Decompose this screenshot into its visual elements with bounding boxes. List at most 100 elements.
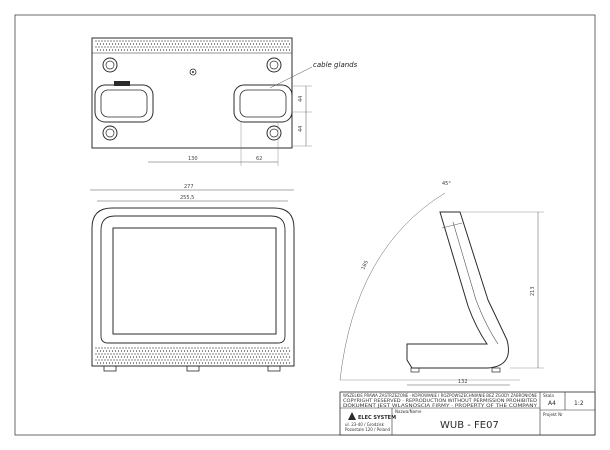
vent-hole	[237, 350, 240, 352]
cable-gland-left-inner	[100, 89, 148, 118]
vent-hole	[176, 40, 178, 42]
vent-hole	[158, 359, 160, 361]
vent-hole	[105, 350, 108, 352]
vent-hole	[267, 43, 270, 45]
dim-277: 277	[184, 184, 194, 190]
vent-hole	[222, 49, 225, 51]
vent-hole	[114, 49, 117, 51]
vent-hole	[279, 362, 282, 364]
vent-hole	[272, 347, 274, 349]
screw-boss-bottom-right	[266, 125, 282, 141]
vent-hole	[188, 347, 190, 349]
vent-hole	[147, 43, 150, 45]
vent-hole	[173, 40, 175, 42]
vent-hole	[255, 356, 258, 358]
vent-hole	[182, 40, 184, 42]
vent-hole	[254, 347, 256, 349]
vent-hole	[260, 353, 262, 355]
vent-hole	[167, 347, 169, 349]
vent-hole	[212, 46, 214, 48]
vent-hole	[248, 347, 250, 349]
vent-hole	[287, 347, 289, 349]
vent-hole	[170, 359, 172, 361]
vent-hole	[221, 347, 223, 349]
vent-hole	[96, 350, 99, 352]
vent-hole	[204, 43, 207, 45]
vent-hole	[204, 350, 207, 352]
vent-hole	[150, 43, 153, 45]
vent-hole	[270, 49, 273, 51]
vent-hole	[174, 350, 177, 352]
vent-hole	[158, 353, 160, 355]
vent-hole	[284, 40, 286, 42]
vent-hole	[96, 356, 99, 358]
vent-hole	[170, 46, 172, 48]
copyright-line-2: COPYRIGHT RESERVED · REPRODUCTION WITHOU…	[343, 398, 537, 403]
vent-hole	[107, 46, 109, 48]
vent-hole	[207, 362, 210, 364]
vent-hole	[144, 356, 147, 358]
vent-hole	[168, 49, 171, 51]
vent-hole	[167, 40, 169, 42]
vent-hole	[156, 43, 159, 45]
vent-hole	[225, 49, 228, 51]
vent-hole	[209, 40, 211, 42]
vent-hole	[153, 350, 156, 352]
vent-hole	[152, 359, 154, 361]
vent-hole	[240, 350, 243, 352]
vent-hole	[212, 347, 214, 349]
vent-hole	[182, 347, 184, 349]
vent-hole	[167, 359, 169, 361]
vent-hole	[258, 43, 261, 45]
vent-hole	[266, 347, 268, 349]
dim-185: 185	[360, 260, 369, 271]
vent-hole	[153, 49, 156, 51]
vent-hole	[267, 362, 270, 364]
vent-hole	[188, 353, 190, 355]
vent-hole	[138, 350, 141, 352]
vent-hole	[281, 353, 283, 355]
vent-hole	[273, 362, 276, 364]
vent-hole	[174, 49, 177, 51]
vent-hole	[213, 43, 216, 45]
vent-hole	[149, 46, 151, 48]
vent-hole	[192, 356, 195, 358]
vent-hole	[126, 49, 129, 51]
front-housing	[91, 207, 295, 367]
vent-hole	[228, 362, 231, 364]
vent-hole	[113, 359, 115, 361]
vent-hole	[210, 49, 213, 51]
vent-hole	[287, 46, 289, 48]
vent-hole	[206, 347, 208, 349]
vent-hole	[156, 350, 159, 352]
vent-hole	[180, 43, 183, 45]
vent-hole	[111, 356, 114, 358]
dim-44a: 44	[298, 96, 304, 102]
vent-hole	[240, 43, 243, 45]
vent-hole	[257, 353, 259, 355]
vent-hole	[143, 353, 145, 355]
vent-hole	[197, 40, 199, 42]
vent-hole	[209, 359, 211, 361]
vent-hole	[221, 353, 223, 355]
vent-hole	[195, 362, 198, 364]
vent-hole	[165, 49, 168, 51]
vent-hole	[105, 362, 108, 364]
vent-hole	[177, 356, 180, 358]
vent-hole	[137, 359, 139, 361]
vent-hole	[197, 359, 199, 361]
vent-hole	[165, 356, 168, 358]
vent-hole	[134, 46, 136, 48]
vent-hole	[264, 356, 267, 358]
vent-hole	[192, 49, 195, 51]
vent-hole	[149, 40, 151, 42]
vent-hole	[248, 40, 250, 42]
dim-44b: 44	[298, 126, 304, 132]
vent-hole	[227, 347, 229, 349]
drawing-name-label: Nazwa/Name	[395, 409, 422, 414]
vent-hole	[272, 353, 274, 355]
vent-hole	[248, 353, 250, 355]
cable-gland-right-inner	[239, 89, 287, 118]
vent-hole	[104, 40, 106, 42]
